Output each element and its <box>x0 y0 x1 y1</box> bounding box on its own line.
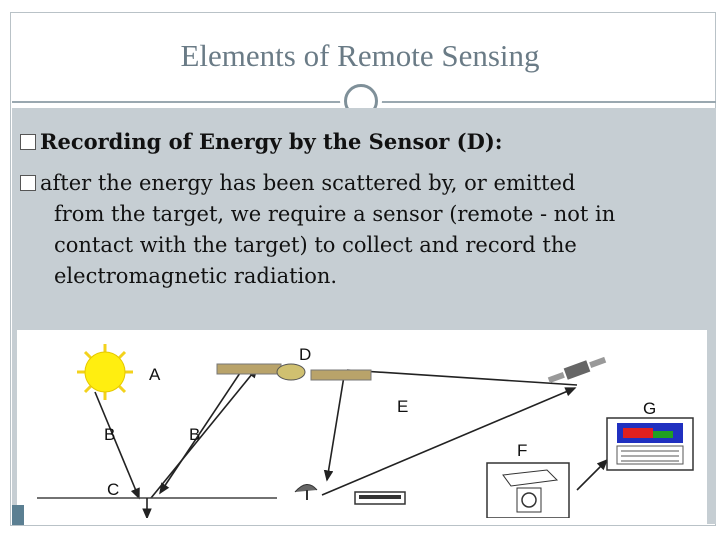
bullet-icon <box>20 175 36 191</box>
incident-ray-line <box>94 391 140 500</box>
bullet-icon <box>20 134 36 150</box>
output-line <box>576 458 609 491</box>
bullet-body-line2: from the target, we require a sensor (re… <box>54 202 616 226</box>
label-b-right: B <box>189 425 200 444</box>
bullet-body-line1: after the energy has been scattered by, … <box>40 171 576 195</box>
left-accent-bar <box>12 332 18 524</box>
reflected-ray-line <box>150 366 259 499</box>
label-d: D <box>299 345 311 364</box>
label-b-left: B <box>104 425 115 444</box>
bullet-body: after the energy has been scattered by, … <box>20 168 680 292</box>
antenna-icon <box>294 484 318 500</box>
bottom-accent-bar <box>12 505 24 525</box>
label-f: F <box>517 441 527 460</box>
computer-icon <box>606 417 694 471</box>
diagram-svg: A B B C D E F G <box>37 344 694 518</box>
content-panel <box>12 108 716 332</box>
label-a: A <box>149 365 161 384</box>
relay-satellite-icon <box>547 356 607 384</box>
transmission-line <box>321 387 577 496</box>
remote-sensing-diagram: A B B C D E F G <box>17 330 707 518</box>
ground-station-icon <box>354 491 406 505</box>
satellite-icon <box>216 363 372 381</box>
bullet-body-line3: contact with the target) to collect and … <box>54 233 577 257</box>
bullet-heading-text: Recording of Energy by the Sensor (D): <box>40 129 503 154</box>
label-e: E <box>397 397 408 416</box>
sun-icon <box>77 344 133 400</box>
downlink-ray-line <box>323 369 346 482</box>
label-g: G <box>643 399 656 418</box>
bullet-heading: Recording of Energy by the Sensor (D): <box>20 129 503 154</box>
bullet-body-line4: electromagnetic radiation. <box>54 264 338 288</box>
atmosphere-ray-line <box>159 369 243 495</box>
satellite-link-line <box>346 369 578 386</box>
label-c: C <box>107 480 119 499</box>
processing-station-icon <box>486 462 570 518</box>
right-accent-bar <box>707 332 716 524</box>
slide-title: Elements of Remote Sensing <box>180 38 540 73</box>
